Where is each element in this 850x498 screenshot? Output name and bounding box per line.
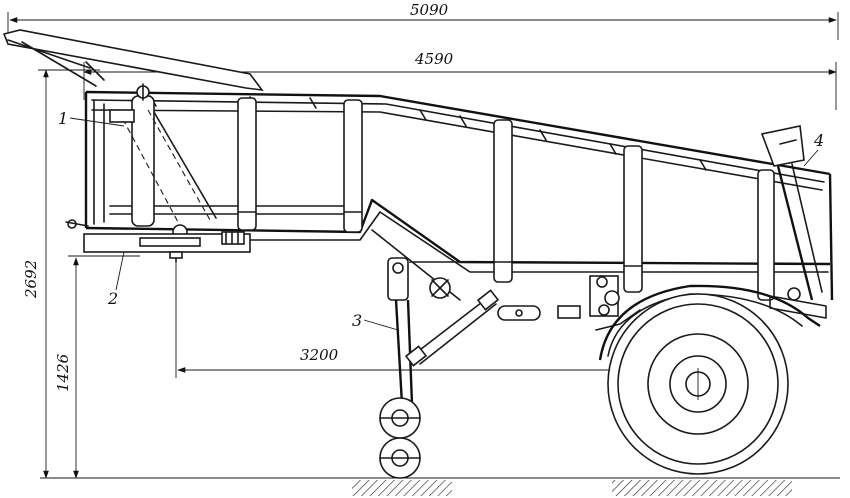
- callout-2-text: 2: [107, 289, 118, 308]
- dim-body-length-text: 4590: [414, 50, 454, 68]
- callout-1-text: 1: [58, 109, 68, 128]
- callout-4-text: 4: [813, 131, 824, 150]
- ground-line: [40, 477, 840, 496]
- callout-4: 4: [803, 131, 824, 167]
- callout-3-text: 3: [352, 311, 362, 330]
- dim-hitch-to-axle-text: 3200: [300, 346, 339, 364]
- front-lift-mechanism: [65, 83, 217, 240]
- ground-hatch-left: [352, 480, 452, 496]
- drawbar-hitch: [83, 231, 251, 263]
- dim-total-height-text: 2692: [22, 260, 40, 299]
- callout-2: 2: [107, 251, 125, 308]
- body-stakes: [237, 97, 775, 301]
- dimension-hitch-height: 1426: [54, 255, 140, 479]
- callout-1: 1: [58, 109, 125, 128]
- dimension-total-height: 2692: [22, 69, 100, 479]
- tipper-body: [84, 90, 834, 301]
- dim-overall-length-text: 5090: [410, 1, 449, 19]
- support-leg: [379, 257, 500, 479]
- callout-3: 3: [352, 311, 399, 331]
- dimension-overall-length: 5090: [7, 1, 839, 40]
- axle-carrier: [589, 275, 641, 331]
- front-sloped-lid: [2, 29, 264, 92]
- main-wheel: [598, 284, 821, 475]
- frame-brace: [371, 229, 581, 321]
- dim-hitch-height-text: 1426: [54, 353, 72, 392]
- rear-tailgate-linkage: [760, 125, 827, 319]
- ground-hatch-right: [612, 480, 792, 496]
